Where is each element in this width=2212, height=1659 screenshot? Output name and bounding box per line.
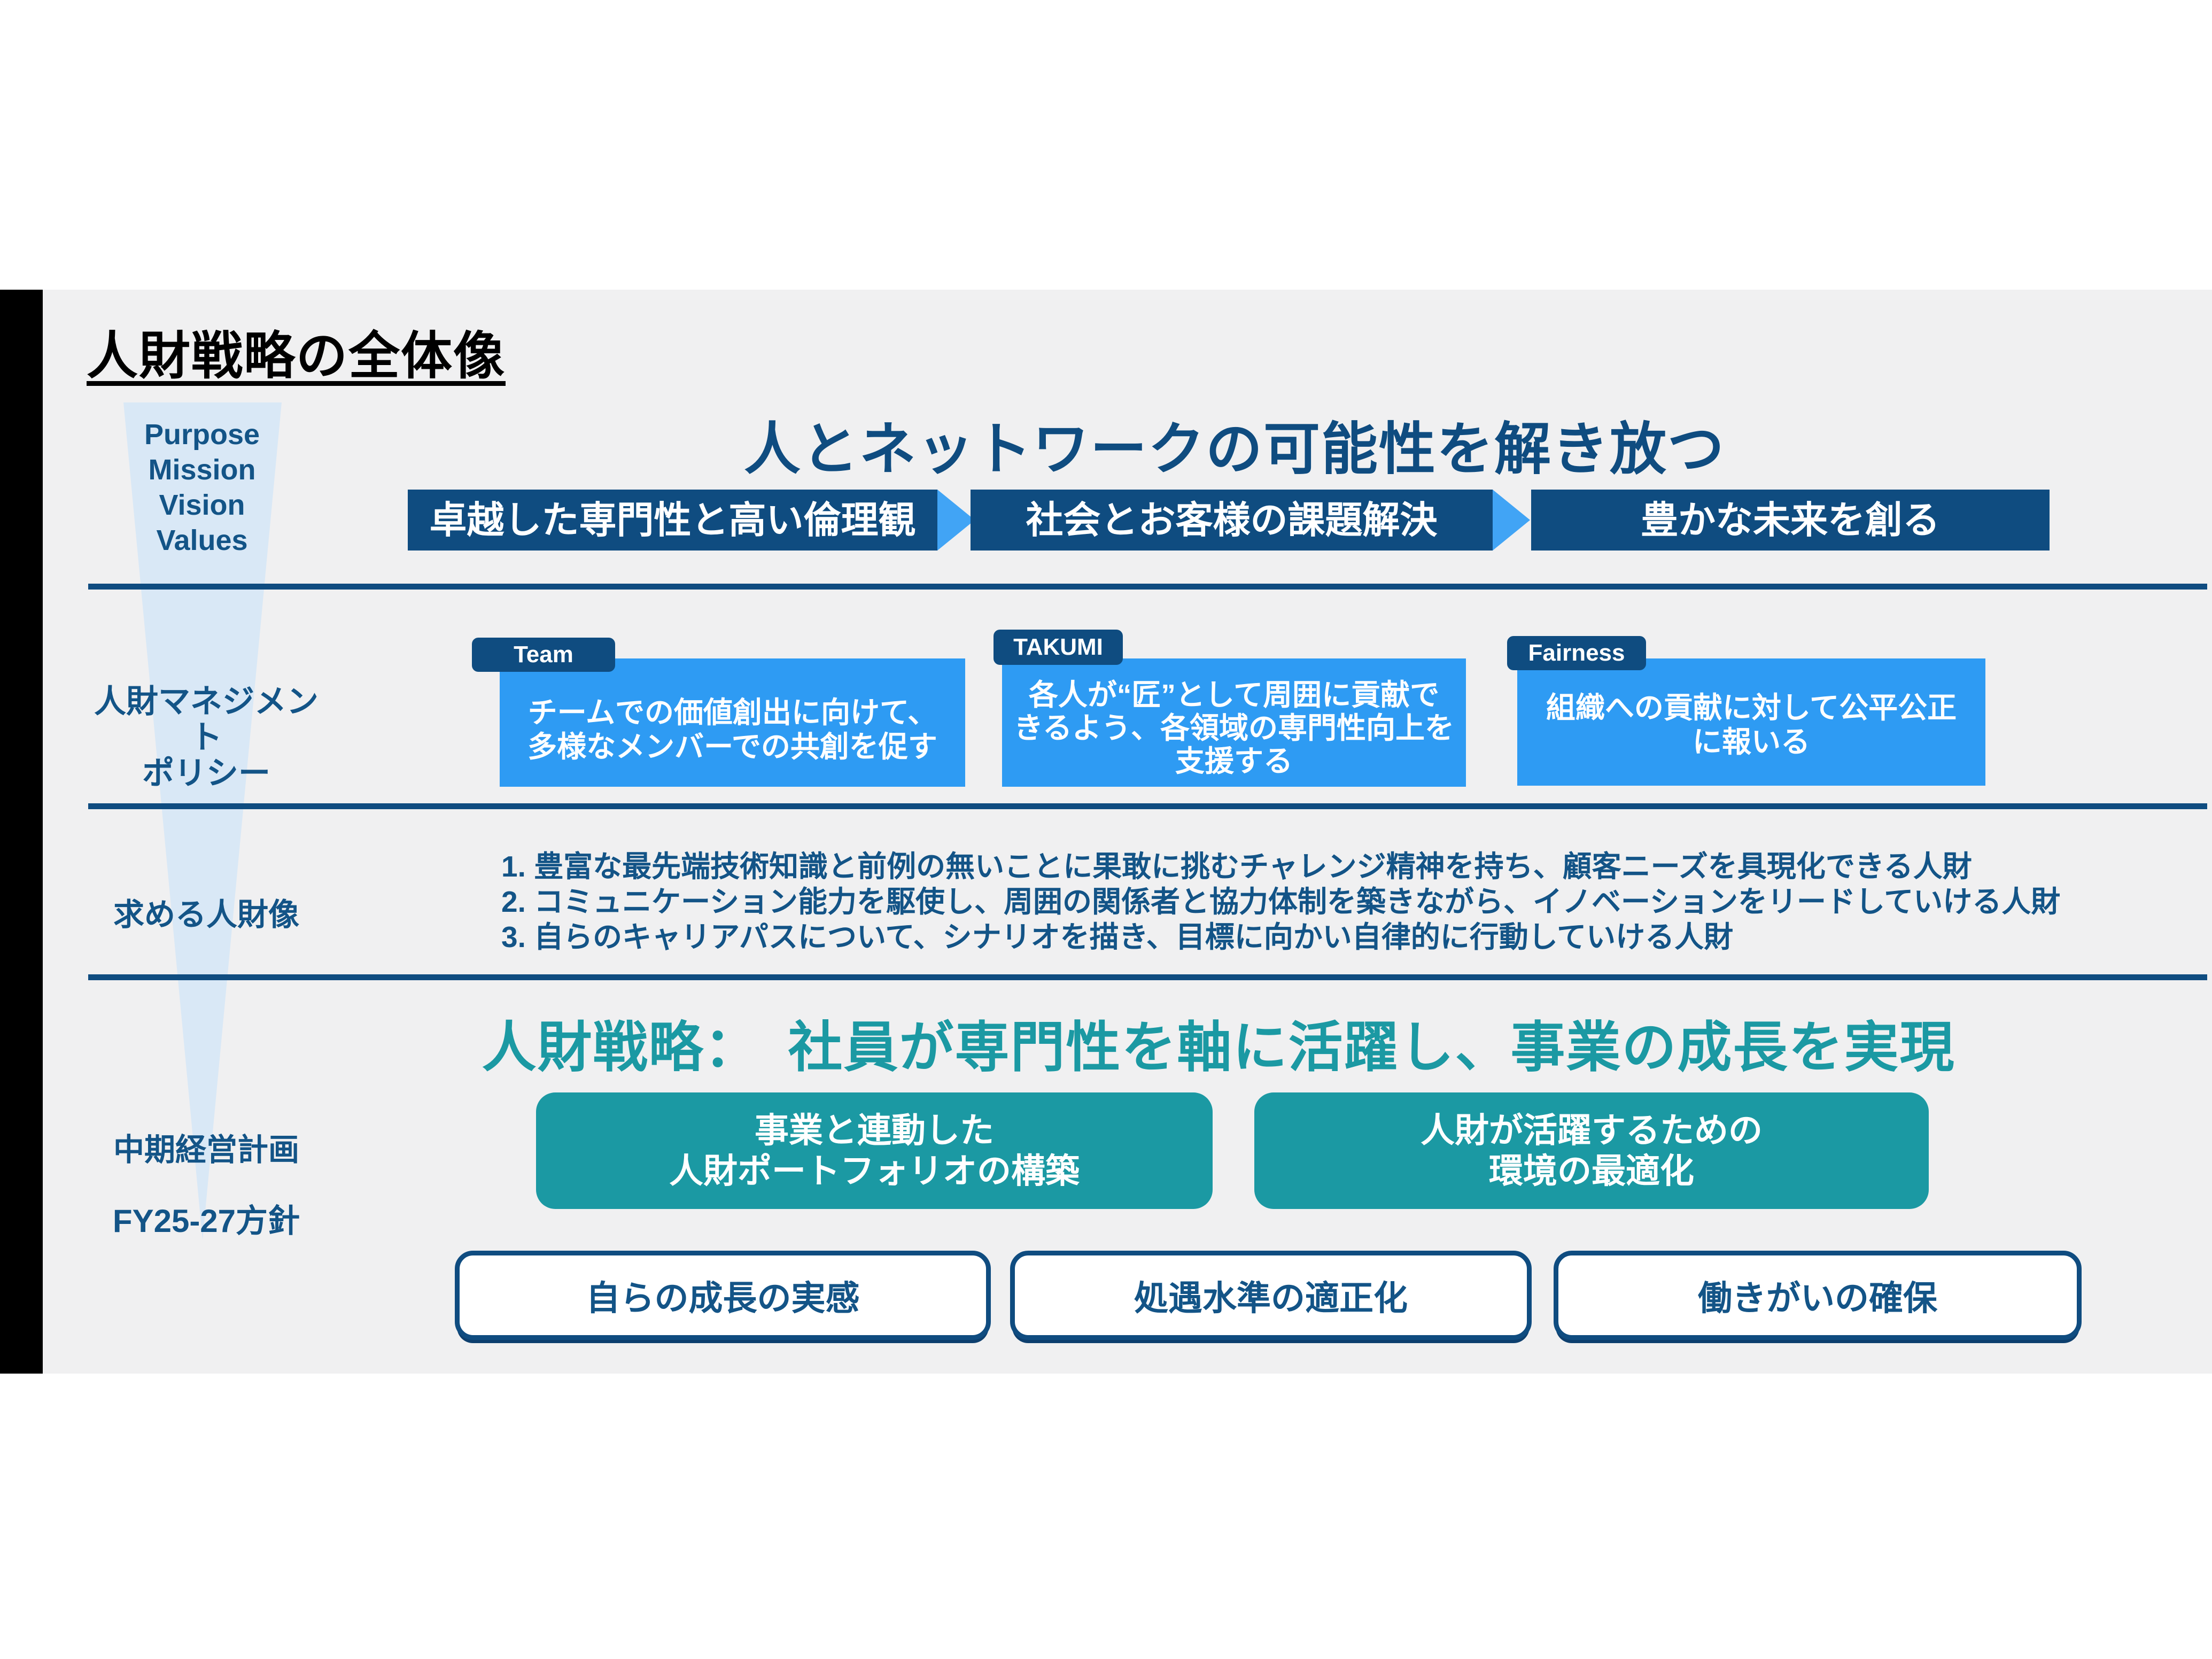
policy-box-team: チームでの価値創出に向けて、 多様なメンバーでの共創を促す	[500, 658, 965, 787]
policy-team-line2: 多様なメンバーでの共創を促す	[527, 730, 937, 763]
pillar-environment-line2: 環境の最適化	[1489, 1152, 1694, 1190]
policy-fairness-line1: 組織への貢献に対して公平公正	[1546, 691, 1957, 724]
pillar-portfolio-line2: 人財ポートフォリオの構築	[669, 1152, 1080, 1190]
policy-tag-takumi: TAKUMI	[994, 630, 1123, 665]
row-label-policy-line1: 人財マネジメント	[94, 684, 319, 755]
ideal-person-list: 1. 豊富な最先端技術知識と前例の無いことに果敢に挑むチャレンジ精神を持ち、顧客…	[501, 849, 2185, 955]
policy-tag-team: Team	[472, 638, 615, 672]
ideal-item-2: 2. コミュニケーション能力を駆使し、周囲の関係者と協力体制を築きながら、イノベ…	[501, 885, 2061, 918]
page-title: 人財戦略の全体像	[87, 328, 506, 385]
divider-line	[88, 584, 2207, 590]
policy-fairness-line2: に報いる	[1692, 725, 1810, 758]
flow-arrow-icon	[937, 490, 975, 551]
pmvv-line-mission: Mission	[148, 454, 256, 486]
pillar-portfolio-line1: 事業と連動した	[755, 1111, 994, 1150]
value-chain-box-3: 豊かな未来を創る	[1531, 490, 2050, 551]
divider-line	[88, 974, 2207, 980]
ideal-item-3: 3. 自らのキャリアパスについて、シナリオを描き、目標に向かい自律的に行動してい…	[501, 920, 1734, 953]
vision-headline: 人とネットワークの可能性を解き放つ	[744, 418, 1725, 481]
row-label-policy-line2: ポリシー	[142, 755, 270, 791]
pillar-environment-line1: 人財が活躍するための	[1421, 1111, 1763, 1150]
value-chain-box-2: 社会とお客様の課題解決	[971, 490, 1493, 551]
outcome-box-engagement: 働きがいの確保	[1554, 1251, 2082, 1340]
pmvv-label: Purpose Mission Vision Values	[107, 417, 297, 558]
policy-box-takumi: 各人が“匠”として周囲に貢献で きるよう、各領域の専門性向上を 支援する	[1002, 658, 1466, 787]
divider-line	[88, 803, 2207, 809]
policy-team-line1: チームでの価値創出に向けて、	[527, 696, 937, 729]
policy-tag-fairness: Fairness	[1507, 636, 1646, 670]
row-label-fy25-27: FY25-27方針	[112, 1203, 300, 1239]
strategy-pillar-portfolio: 事業と連動した 人財ポートフォリオの構築	[536, 1092, 1213, 1209]
ideal-item-1: 1. 豊富な最先端技術知識と前例の無いことに果敢に挑むチャレンジ精神を持ち、顧客…	[501, 850, 1972, 883]
pmvv-line-vision: Vision	[159, 489, 245, 521]
value-chain-box-1: 卓越した専門性と高い倫理観	[408, 490, 937, 551]
policy-takumi-line1: 各人が“匠”として周囲に貢献で	[1028, 678, 1440, 711]
pmvv-line-purpose: Purpose	[144, 418, 260, 451]
slide: 人財戦略の全体像 Purpose Mission Vision Values 人…	[43, 290, 2212, 1374]
outcome-box-growth: 自らの成長の実感	[455, 1251, 991, 1340]
row-label-policy: 人財マネジメント ポリシー	[94, 684, 319, 791]
policy-takumi-line2: きるよう、各領域の専門性向上を	[1014, 711, 1454, 745]
outcome-box-compensation: 処遇水準の適正化	[1010, 1251, 1532, 1340]
strategy-headline: 人財戦略： 社員が専門性を軸に活躍し、事業の成長を実現	[482, 1017, 1955, 1078]
row-label-midterm-plan: 中期経営計画	[113, 1133, 299, 1167]
row-label-ideal: 求める人財像	[113, 897, 299, 932]
policy-takumi-line3: 支援する	[1175, 745, 1293, 778]
policy-box-fairness: 組織への貢献に対して公平公正 に報いる	[1517, 658, 1985, 786]
pmvv-line-values: Values	[156, 524, 248, 556]
strategy-pillar-environment: 人財が活躍するための 環境の最適化	[1254, 1092, 1929, 1209]
left-black-bar	[0, 290, 43, 1374]
flow-arrow-icon	[1493, 490, 1530, 551]
